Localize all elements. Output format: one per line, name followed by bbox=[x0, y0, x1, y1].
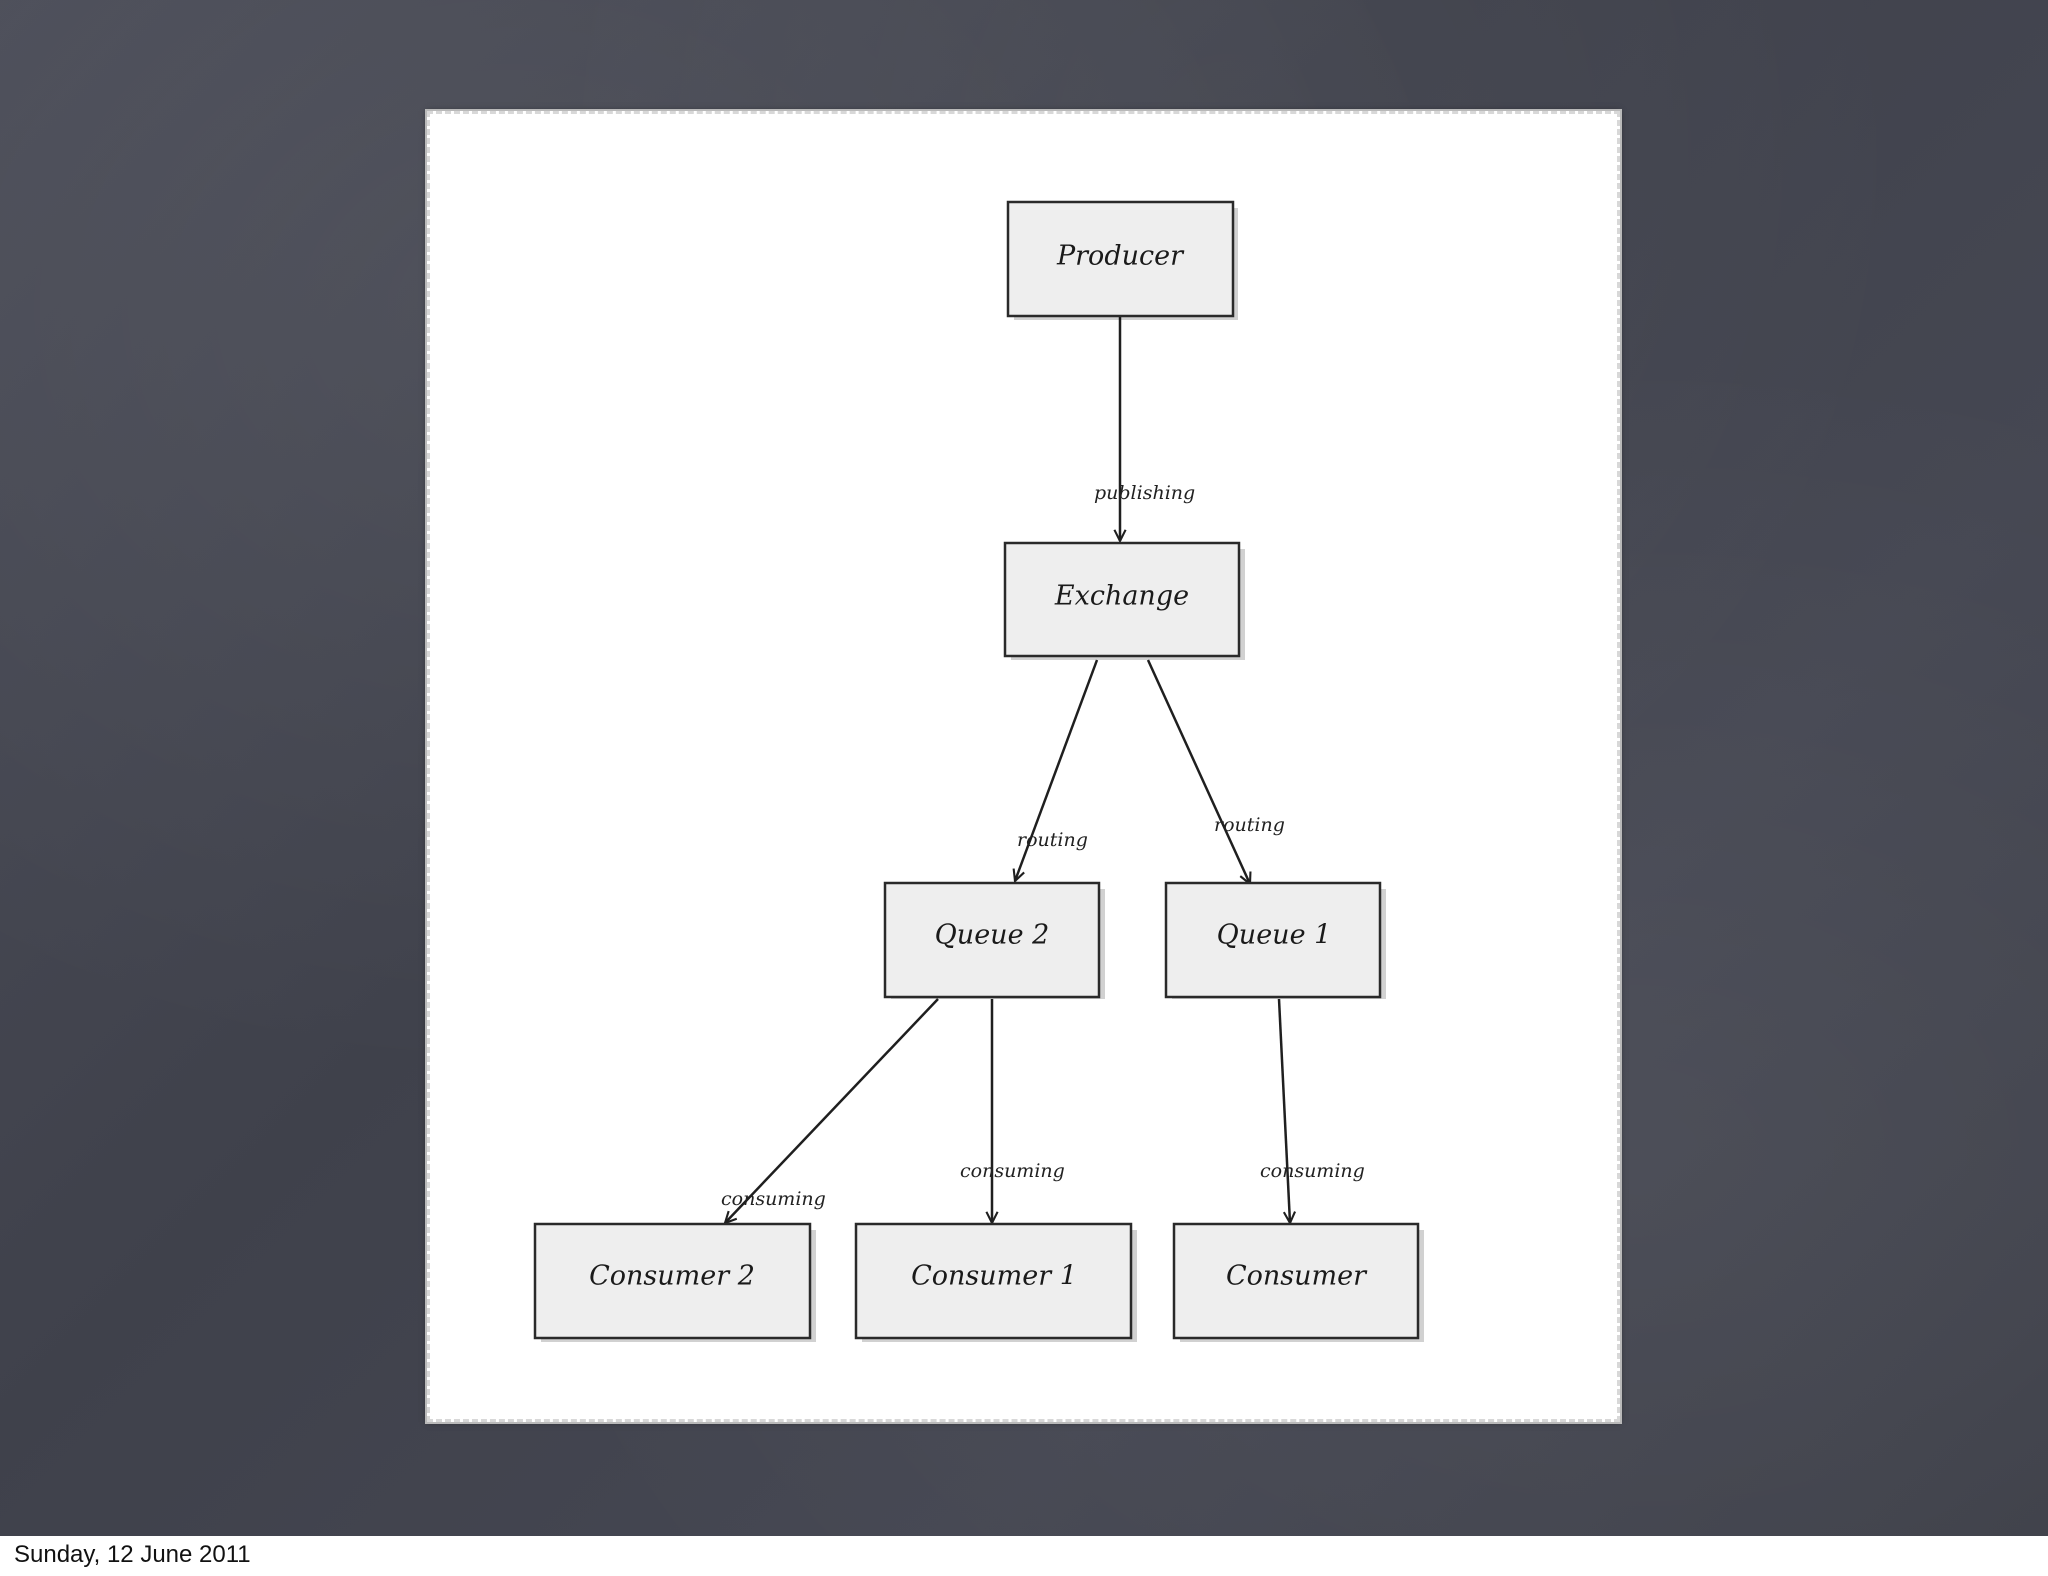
node-label-queue1: Queue 1 bbox=[1217, 920, 1332, 951]
node-producer: Producer bbox=[1006, 200, 1238, 320]
node-consumer1: Consumer 1 bbox=[854, 1222, 1137, 1342]
slide-background: publishing routing routing consuming con… bbox=[0, 0, 2048, 1536]
edge-label-consuming-consumer: consuming bbox=[1260, 1160, 1365, 1182]
edge-label-routing-queue1: routing bbox=[1214, 814, 1285, 836]
edge-consuming-consumer bbox=[1277, 998, 1290, 1223]
node-label-consumer2: Consumer 2 bbox=[589, 1261, 755, 1292]
edge-label-publishing: publishing bbox=[1094, 482, 1195, 504]
edge-routing-queue1 bbox=[1146, 659, 1250, 884]
node-consumer: Consumer bbox=[1172, 1222, 1424, 1342]
node-exchange: Exchange bbox=[1003, 541, 1245, 660]
diagram-paper bbox=[427, 111, 1620, 1422]
node-label-queue2: Queue 2 bbox=[935, 920, 1050, 951]
node-label-consumer1: Consumer 1 bbox=[911, 1261, 1077, 1292]
node-label-producer: Producer bbox=[1056, 241, 1185, 272]
footer-date: Sunday, 12 June 2011 bbox=[14, 1541, 251, 1568]
node-consumer2: Consumer 2 bbox=[533, 1222, 816, 1342]
edge-label-routing-queue2: routing bbox=[1017, 829, 1088, 851]
node-label-consumer: Consumer bbox=[1226, 1261, 1368, 1292]
node-queue2: Queue 2 bbox=[883, 881, 1105, 999]
message-flow-diagram: publishing routing routing consuming con… bbox=[533, 200, 1424, 1342]
node-queue1: Queue 1 bbox=[1164, 881, 1386, 999]
edge-consuming-consumer2 bbox=[725, 998, 939, 1223]
edge-label-consuming-consumer2: consuming bbox=[721, 1188, 826, 1210]
node-label-exchange: Exchange bbox=[1054, 581, 1189, 612]
edge-label-consuming-consumer1: consuming bbox=[960, 1160, 1065, 1182]
edge-routing-queue2 bbox=[1015, 659, 1099, 881]
